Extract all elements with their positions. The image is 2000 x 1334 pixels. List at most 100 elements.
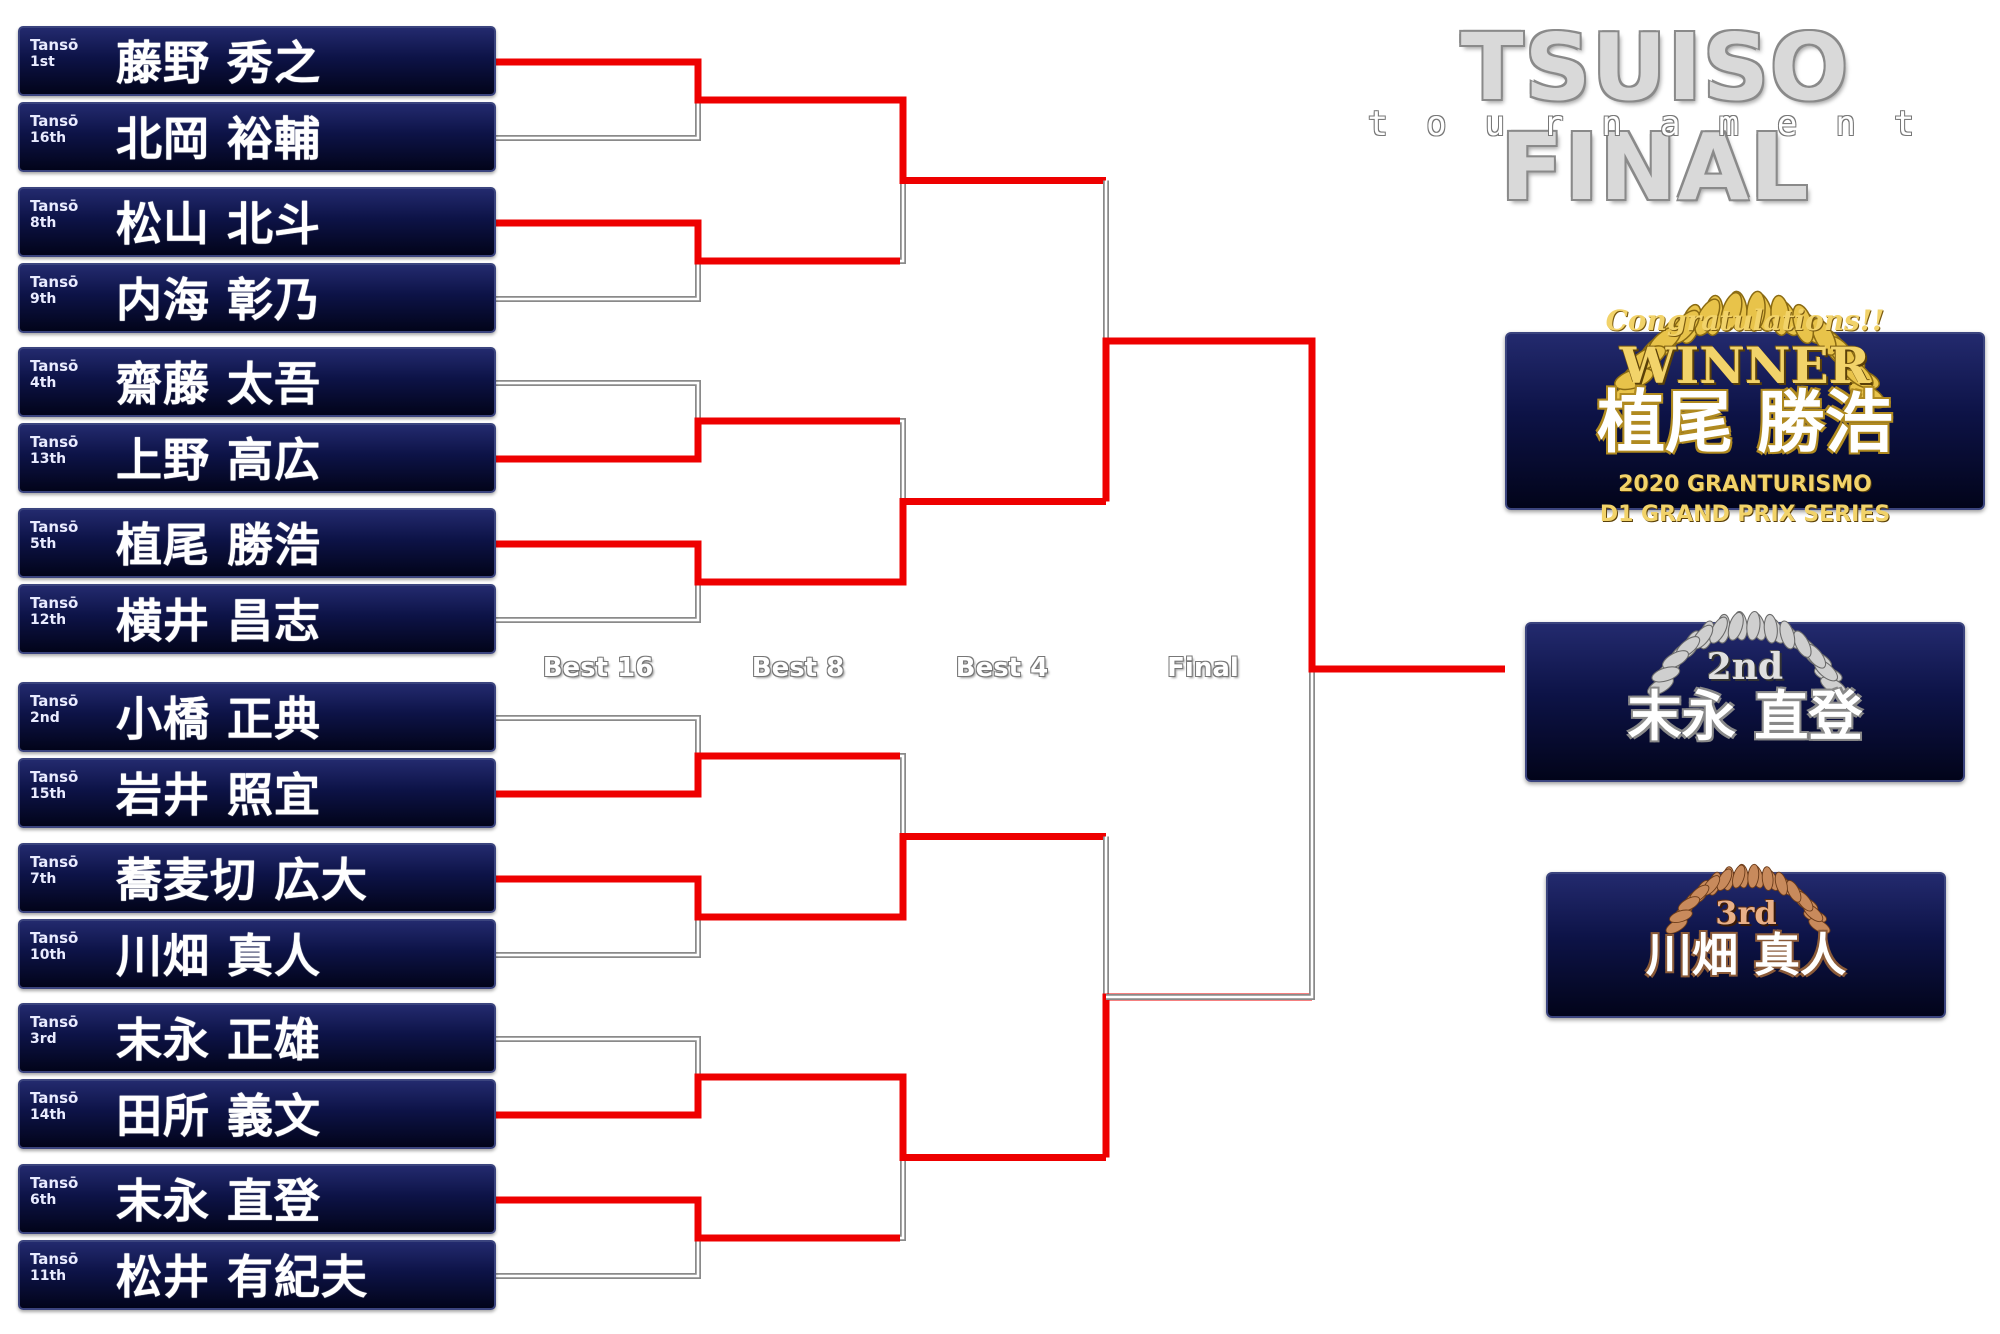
best16-loser-path-inner: [496, 1037, 700, 1077]
laurel-leaf: [1820, 676, 1847, 696]
best16-winner-path: [496, 1073, 900, 1119]
best16-loser-path: [496, 715, 701, 756]
round-label-best4: Best 4: [955, 653, 1049, 683]
laurel-leaf: [1747, 863, 1760, 889]
best16-loser-path-inner: [496, 381, 700, 421]
bronze-laurel-wreath-icon: [1665, 863, 1831, 934]
best16-loser-path: [496, 100, 701, 141]
best4-winner-path: [1102, 337, 1312, 502]
best16-loser-path-inner: [496, 582, 700, 622]
third-place-box: 3rd 川畑 真人: [1546, 863, 1946, 1018]
player-name: 上野 高広: [116, 433, 322, 487]
best8-loser-path-inner: [900, 754, 905, 837]
player-name: 横井 昌志: [116, 594, 322, 648]
player-name: 末永 正雄: [116, 1013, 322, 1067]
third-place-label: 3rd: [1715, 894, 1777, 932]
laurel-leaf: [1779, 620, 1796, 650]
laurel-leaf: [1761, 866, 1774, 891]
laurel-leaf: [1720, 291, 1743, 333]
laurel-leaf: [1628, 345, 1667, 372]
player-name: 齋藤 太吾: [116, 357, 322, 411]
best4-winner-path: [1102, 993, 1312, 1158]
laurel-leaf: [1770, 294, 1790, 337]
best8-winner-path: [899, 1073, 1106, 1161]
round-label-best8: Best 8: [751, 653, 845, 683]
round-label-best16: Best 16: [542, 653, 654, 683]
second-place-label: 2nd: [1706, 646, 1784, 688]
player-name: 松山 北斗: [116, 197, 322, 251]
best16-loser-path: [496, 582, 701, 623]
winner-label: WINNER: [1619, 336, 1871, 395]
laurel-leaf: [1792, 303, 1815, 345]
best16-winner-path: [496, 58, 900, 104]
laurel-leaf: [1763, 613, 1778, 644]
best8-loser-path-inner: [900, 419, 905, 502]
page-subtitle: tournament: [1367, 104, 1953, 144]
best16-winner-path: [496, 417, 900, 463]
best16-loser-path-inner: [496, 716, 700, 756]
player-name: 蕎麦切 広大: [116, 853, 369, 907]
player-name: 田所 義文: [116, 1089, 322, 1143]
third-place-name: 川畑 真人: [1645, 928, 1846, 982]
player-name: 北岡 裕輔: [116, 112, 322, 166]
laurel-leaf: [1614, 367, 1654, 391]
player-name: 藤野 秀之: [116, 36, 322, 90]
best16-loser-path: [496, 1238, 701, 1279]
round-label-final: Final: [1167, 653, 1239, 683]
player-name: 松井 有紀夫: [116, 1250, 369, 1304]
best8-winner-path: [899, 96, 1106, 184]
player-name: 植尾 勝浩: [116, 518, 322, 572]
best16-winner-path: [496, 752, 900, 798]
best16-winner-path: [496, 219, 900, 265]
laurel-leaf: [1669, 909, 1693, 923]
second-place-box: 2nd 末永 直登: [1525, 610, 1965, 782]
best16-loser-path: [496, 380, 701, 421]
best8-loser-path-inner: [900, 180, 905, 263]
laurel-leaf: [1651, 666, 1681, 683]
laurel-leaf: [1811, 317, 1837, 356]
laurel-leaf: [1745, 290, 1766, 332]
laurel-leaf: [1774, 871, 1788, 896]
final-loser-path: [1106, 669, 1315, 1000]
winner-name: 植尾 勝浩: [1597, 384, 1893, 463]
page-title: TSUISO FINAL: [1460, 14, 1850, 221]
laurel-leaf: [1677, 896, 1701, 912]
laurel-leaf: [1786, 879, 1802, 903]
winner-congrats: Congratulations!!: [1605, 304, 1885, 337]
best16-loser-path-inner: [496, 100, 700, 140]
best8-winner-path: [899, 498, 1106, 586]
best16-winner-path: [496, 875, 900, 921]
winner-box: Congratulations!! WINNER 植尾 勝浩 2020 GRAN…: [1505, 290, 1985, 527]
silver-laurel-wreath-icon: [1647, 610, 1847, 696]
final-loser-path-inner: [1106, 669, 1314, 999]
player-name: 小橋 正典: [116, 692, 322, 746]
laurel-leaf: [1808, 917, 1831, 934]
gold-laurel-wreath-icon: [1608, 290, 1886, 409]
best16-loser-path: [496, 261, 701, 302]
